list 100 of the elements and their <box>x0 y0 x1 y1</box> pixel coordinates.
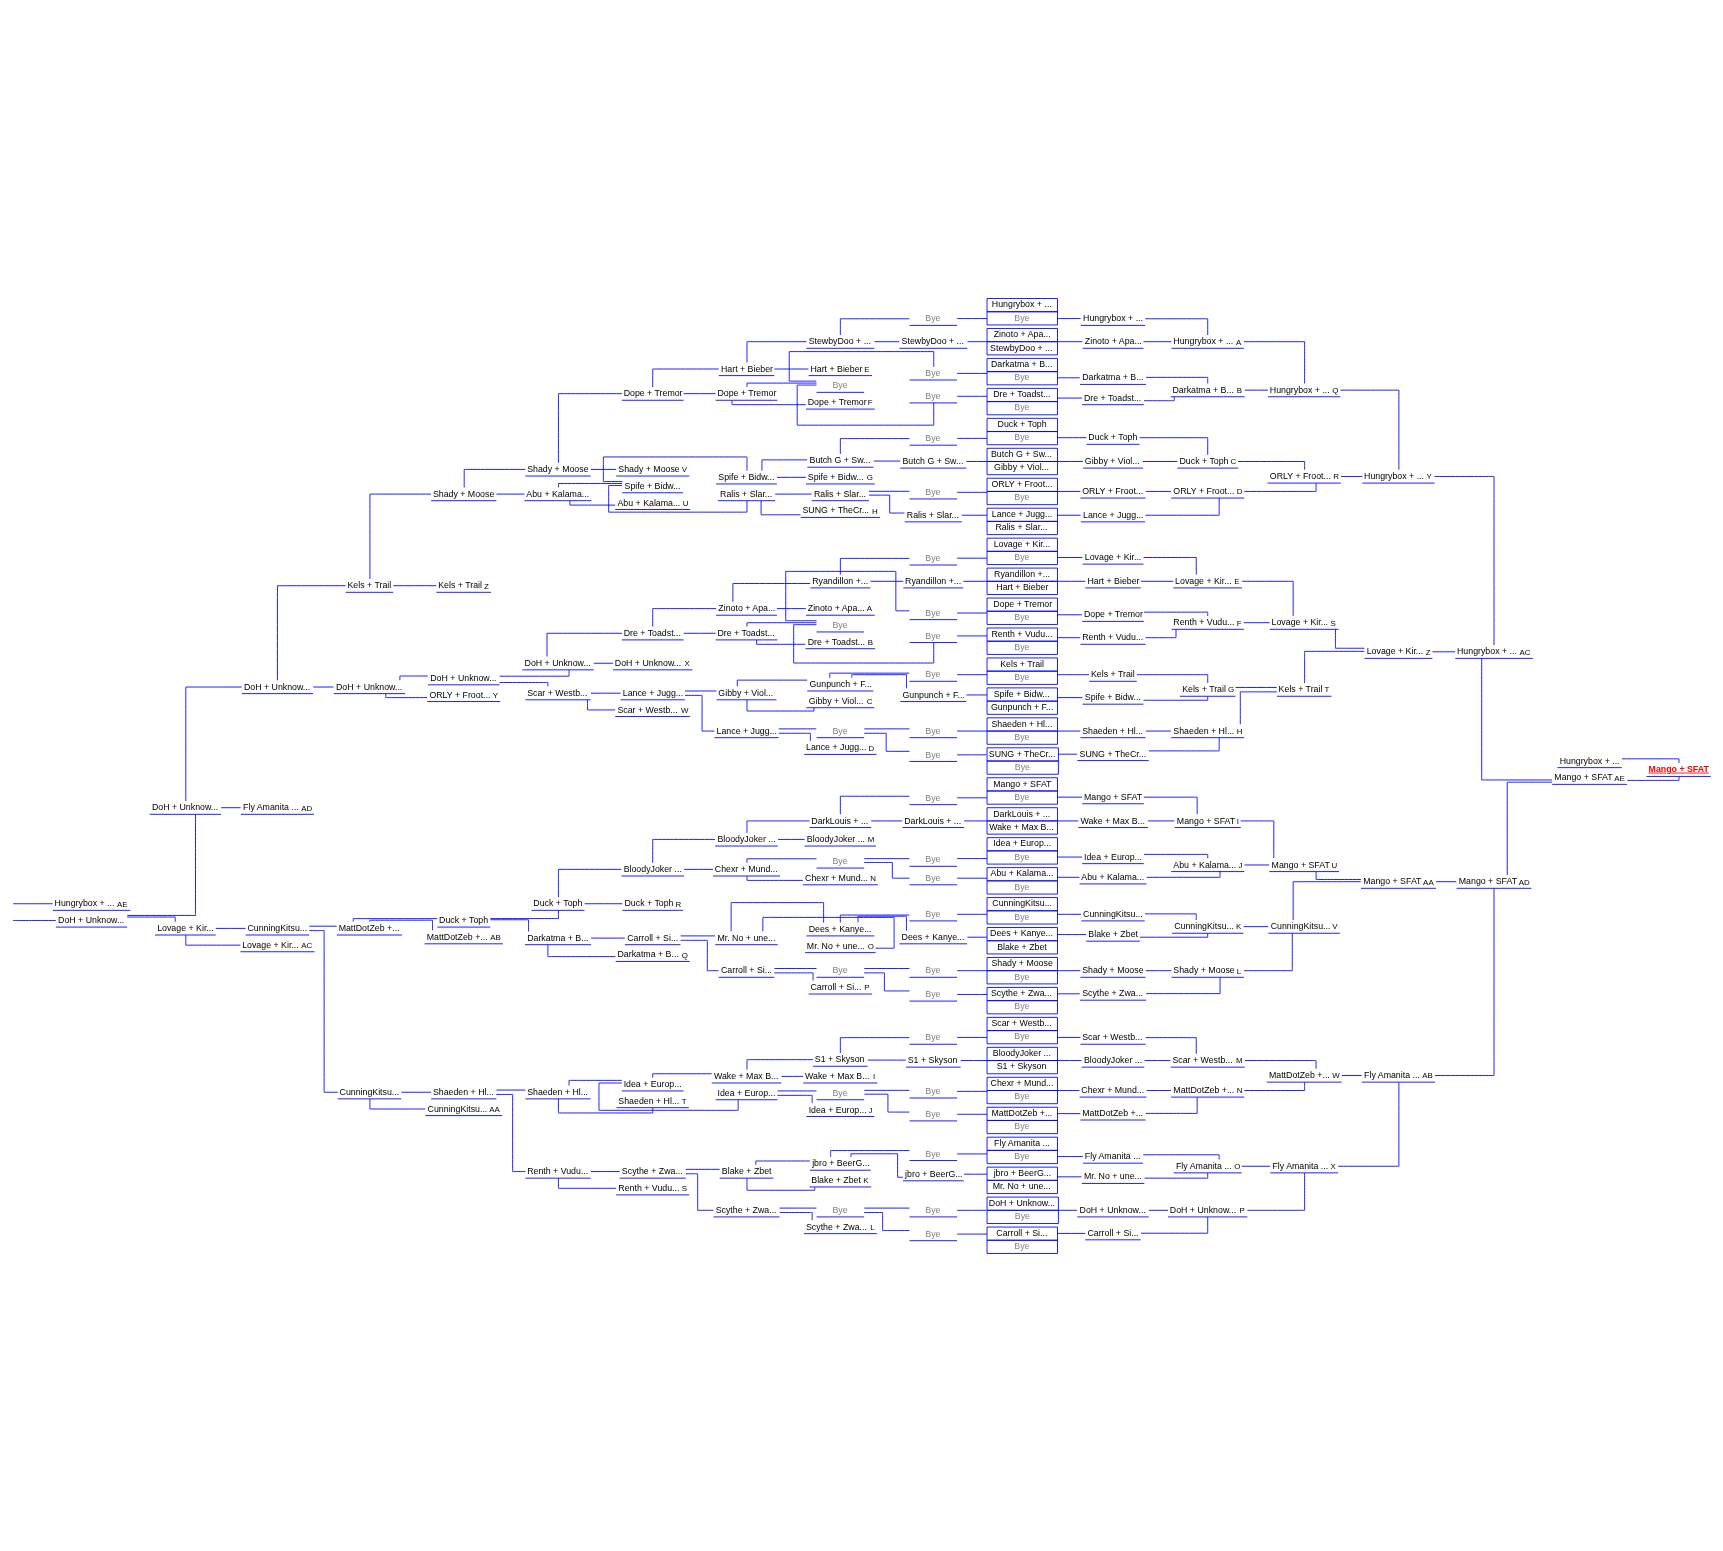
connector <box>863 967 910 969</box>
connector <box>1340 389 1400 470</box>
node-text: Renth + Vudu... <box>1082 631 1144 642</box>
connector <box>392 584 437 586</box>
connector <box>1057 876 1080 878</box>
connector <box>960 1059 988 1061</box>
connector <box>966 694 988 695</box>
node-text: Bye <box>925 749 941 759</box>
connector <box>863 1211 910 1231</box>
connector <box>1057 992 1081 994</box>
node-text: Dope + TremorF <box>807 396 873 407</box>
connector <box>1506 781 1553 875</box>
connector <box>956 437 988 439</box>
connector <box>1057 856 1083 857</box>
connector <box>1337 1081 1400 1167</box>
node-text: Shaeden + Hl... <box>432 1086 494 1097</box>
node-text: Spife + Bidw... G <box>807 471 873 482</box>
connector <box>962 580 988 582</box>
node-text: MattDotZeb +... <box>338 922 400 933</box>
connector <box>1057 820 1079 821</box>
connector <box>956 317 988 319</box>
node-text: Mr. No + une... <box>717 932 776 943</box>
connector <box>1057 753 1078 755</box>
node-text: BloodyJoker ... <box>717 833 776 844</box>
node-text: Spife + Bidw... <box>1084 691 1141 702</box>
connector <box>369 919 433 931</box>
node-text: MattDotZeb +... AB <box>426 931 501 942</box>
node-text: Gibby + Viol... C <box>808 695 873 706</box>
connector <box>746 699 815 711</box>
node-text: Scar + Westb... M <box>1172 1054 1243 1065</box>
node-text: jbro + BeerG... <box>812 1157 870 1168</box>
node-text: Mango + SFAT U <box>1271 859 1338 870</box>
node-text: Lovage + Kir... <box>157 922 214 933</box>
connector <box>1144 317 1209 335</box>
node-text: Hungrybox + ... A <box>1173 335 1242 347</box>
node-text: Bye <box>925 1228 941 1239</box>
node-text: Bye <box>925 312 941 323</box>
connector <box>1145 1036 1197 1054</box>
node-text: Hart + Bieber E <box>810 363 870 374</box>
connector <box>1143 395 1175 401</box>
node-text: CunningKitsu... <box>339 1086 400 1097</box>
connector <box>956 730 988 731</box>
connector <box>569 499 616 506</box>
node-text: Darkatma + B... B <box>1172 384 1243 395</box>
node-text: Dre + Toadst... B <box>807 636 873 647</box>
connector <box>1139 932 1209 938</box>
node-text: Hungrybox + ... Y <box>1364 470 1432 481</box>
connector <box>731 399 807 405</box>
node-text: Lance + Jugg... <box>716 725 777 736</box>
node-text: Duck + Toph C <box>1179 455 1237 466</box>
connector <box>870 580 904 582</box>
connector <box>956 395 988 397</box>
node-text: Fly Amanita ... X <box>1272 1160 1336 1171</box>
node-text: Carroll + Si... <box>627 932 679 943</box>
node-text: Darkatma + B... <box>527 932 589 943</box>
connector <box>220 806 242 808</box>
node-text: Wake + Max B... I <box>805 1070 876 1081</box>
connector <box>1144 1172 1209 1179</box>
connector <box>1241 1165 1271 1167</box>
node-text: Scythe + Zwa... <box>1082 987 1144 998</box>
connector <box>385 692 428 698</box>
node-text: DoH + Unknow... <box>243 681 311 692</box>
node-text: Duck + Toph <box>533 897 583 908</box>
connector <box>558 1177 617 1189</box>
node-text: ORLY + Froot... Y <box>429 689 499 700</box>
node-text: Scar + Westb... W <box>617 704 689 715</box>
connector <box>956 1036 988 1038</box>
node-text: Gunpunch + F... <box>902 689 965 700</box>
connector <box>680 939 719 971</box>
connector <box>956 1090 988 1092</box>
connector <box>956 612 988 613</box>
node-text: Abu + Kalama... J <box>1173 859 1243 870</box>
node-text: Dope + Tremor <box>623 387 683 398</box>
connector <box>684 694 715 731</box>
node-text: Bye <box>925 792 941 803</box>
connector <box>967 340 988 342</box>
node-text: Ryandillon +... <box>905 575 962 586</box>
connector <box>1435 880 1457 882</box>
node-text: Chexr + Mund... <box>1081 1084 1145 1095</box>
connector <box>1142 460 1178 462</box>
node-text: ORLY + Froot... D <box>1173 485 1243 496</box>
node-text: Carroll + Si... <box>720 964 773 975</box>
node-text: Carroll + Si... <box>1087 1227 1139 1238</box>
connector <box>1243 925 1269 927</box>
node-text: Gibby + Viol... <box>1084 455 1140 466</box>
connector <box>546 632 623 657</box>
connector <box>956 1233 988 1235</box>
node-text: Chexr + Mund... <box>714 863 778 874</box>
node-text: Bye <box>925 988 941 999</box>
node-text: MattDotZeb +... N <box>1173 1084 1243 1095</box>
node-text: Shaeden + Hl... H <box>1173 725 1243 736</box>
node-text: Idea + Europ... <box>717 1087 776 1098</box>
node-text: DoH + Unknow... <box>58 914 125 925</box>
connector <box>736 679 808 687</box>
connector <box>1341 1074 1363 1076</box>
node-text: Dre + Toadst... <box>623 627 681 638</box>
connector <box>590 1170 621 1172</box>
node-text: SUNG + TheCr... <box>1079 748 1147 759</box>
node-text: Bye <box>832 619 848 630</box>
connector <box>308 929 339 1093</box>
